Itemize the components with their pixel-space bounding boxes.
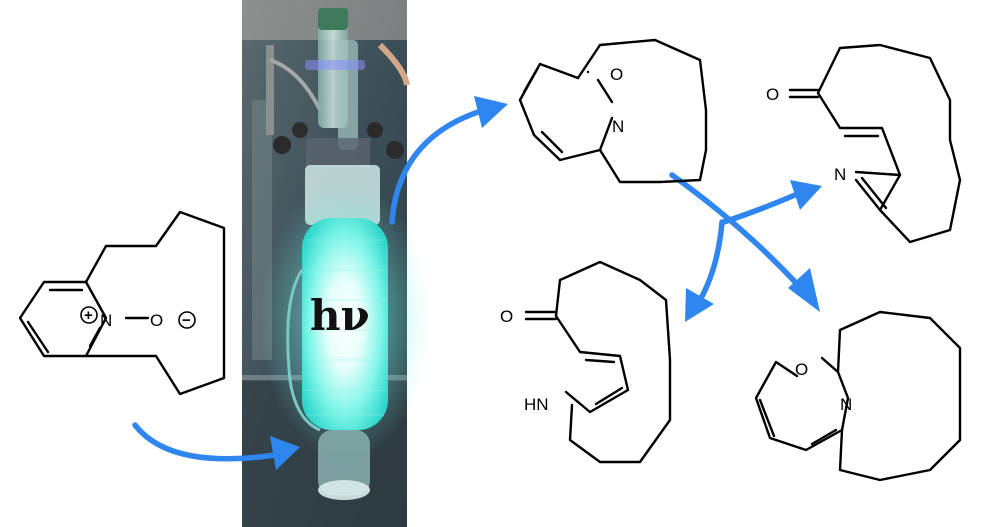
branching-arrows [669,172,822,322]
photoreactor-photo: hν [242,0,430,527]
atom-o: O [766,85,779,104]
azirine-enone-macrocycle: O N [766,43,962,244]
atom-n: N [840,395,852,414]
oxazepine-1-3-macrocycle: O N [754,310,962,482]
atom-o: O [500,307,513,326]
atom-n: N [612,117,624,136]
atom-o: O [610,65,623,84]
plus-charge-icon [80,306,98,324]
minus-charge-label: − [182,312,191,329]
atom-o: O [150,311,163,330]
hv-label: hν [310,291,370,340]
pyrrole-ketone-macrocycle: O HN [500,260,672,464]
arrow-reactor-to-oxaziridine [389,96,508,225]
atom-o: O [795,360,808,379]
atom-n: N [100,311,112,330]
atom-n: N [834,165,846,184]
minus-charge-icon [178,311,196,329]
pyridine-n-oxide-macrocycle: N O + − [18,210,226,396]
arrow-to-reactor [132,422,300,470]
plus-charge-label: + [84,307,93,324]
atom-hn: HN [524,395,549,414]
oxazepine-macrocycle: O N [518,38,708,184]
